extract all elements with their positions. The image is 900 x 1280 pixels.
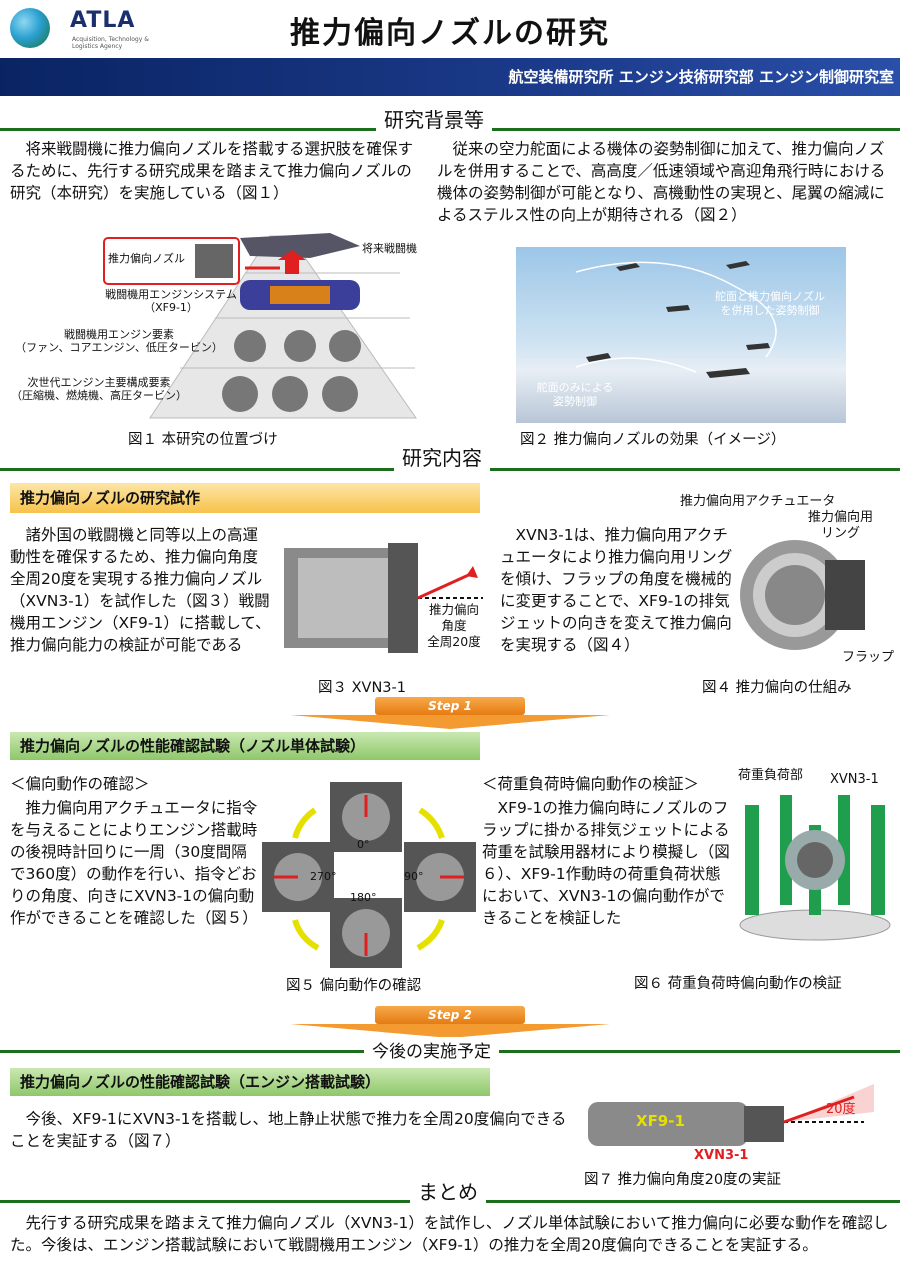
- step-1-arrow: Step 1: [290, 697, 610, 729]
- step-2-arrow: Step 2: [290, 1006, 610, 1038]
- prototype-left-text: 諸外国の戦闘機と同等以上の高運動性を確保するため、推力偏向角度全周20度を実現す…: [10, 526, 271, 654]
- step-1-label: Step 1: [375, 697, 525, 715]
- section-title-plan: 今後の実施予定: [364, 1037, 499, 1062]
- fig3-label: 推力偏向 角度 全周20度: [427, 602, 481, 649]
- section-title-content: 研究内容: [394, 442, 490, 471]
- fig6-label-xvn: XVN3-1: [830, 772, 879, 787]
- prototype-right-text: XVN3-1は、推力偏向用アクチュエータにより推力偏向用リングを傾け、フラップの…: [500, 526, 733, 654]
- fig7-caption: 図７ 推力偏向角度20度の実証: [584, 1172, 782, 1188]
- department-label: 航空装備研究所 エンジン技術研究部 エンジン制御研究室: [508, 68, 894, 86]
- fig1-label-elements: 戦闘機用エンジン要素 （ファン、コアエンジン、低圧タービン）: [15, 328, 223, 354]
- fig1-label-fighter: 将来戦闘機: [362, 242, 417, 255]
- fig5-angle-270: 270°: [310, 870, 337, 883]
- nozzle-test-left-text: 推力偏向用アクチュエータに指令を与えることによりエンジン搭載時の後視時計回りに一…: [10, 799, 258, 927]
- fig6-label-load: 荷重負荷部: [738, 768, 804, 783]
- nozzle-test-heading: 推力偏向ノズルの性能確認試験（ノズル単体試験）: [10, 732, 480, 760]
- figure-2: [516, 247, 846, 423]
- nozzle-test-left-sub: ＜偏向動作の確認＞: [10, 775, 150, 793]
- fig5-angle-180: 180°: [350, 891, 377, 904]
- fig1-label-nozzle: 推力偏向ノズル: [108, 252, 185, 265]
- nozzle-test-right-text: XF9-1の推力偏向時にノズルのフラップに掛かる排気ジェットによる荷重を試験用器…: [482, 799, 730, 927]
- fig7-label-xf: XF9-1: [636, 1112, 685, 1130]
- fig1-label-next: 次世代エンジン主要構成要素 （圧縮機、燃焼機、高圧タービン）: [11, 376, 187, 402]
- figure-1: [0, 228, 440, 424]
- logo-text: ATLA: [70, 8, 136, 33]
- figure-7: [584, 1082, 884, 1162]
- fig7-label-xvn: XVN3-1: [694, 1148, 749, 1163]
- background-right-text: 従来の空力舵面による機体の姿勢制御に加えて、推力偏向ノズルを併用することで、高高…: [437, 140, 886, 224]
- logo-subtitle: Acquisition, Technology & Logistics Agen…: [72, 36, 149, 50]
- fig5-angle-90: 90°: [404, 870, 424, 883]
- fig1-label-system: 戦闘機用エンジンシステム （XF9-1）: [105, 288, 237, 314]
- fig3-caption: 図３ XVN3-1: [318, 680, 406, 696]
- fig7-label-deg: 20度: [826, 1102, 856, 1117]
- fig6-caption: 図６ 荷重負荷時偏向動作の検証: [634, 976, 842, 992]
- fig4-label-actuator: 推力偏向用アクチュエータ: [680, 494, 836, 509]
- fig4-caption: 図４ 推力偏向の仕組み: [702, 680, 852, 696]
- logo-globe-icon: [10, 8, 50, 48]
- engine-test-heading: 推力偏向ノズルの性能確認試験（エンジン搭載試験）: [10, 1068, 490, 1096]
- figure-3: [278, 528, 488, 658]
- fig2-caption: 図２ 推力偏向ノズルの効果（イメージ）: [520, 432, 786, 448]
- background-left-text: 将来戦闘機に推力偏向ノズルを搭載する選択肢を確保するために、先行する研究成果を踏…: [10, 140, 414, 202]
- nozzle-test-right-sub: ＜荷重負荷時偏向動作の検証＞: [482, 775, 700, 793]
- step-2-label: Step 2: [375, 1006, 525, 1024]
- summary-text: 先行する研究成果を踏まえて推力偏向ノズル（XVN3-1）を試作し、ノズル単体試験…: [10, 1214, 889, 1254]
- figure-4: [735, 520, 885, 670]
- fig4-label-flap: フラップ: [842, 650, 895, 665]
- section-title-background: 研究背景等: [376, 104, 492, 133]
- fig4-label-ring: 推力偏向用 リング: [808, 510, 874, 541]
- fig5-caption: 図５ 偏向動作の確認: [286, 978, 422, 994]
- figure-5: [260, 780, 480, 970]
- engine-test-text: 今後、XF9-1にXVN3-1を搭載し、地上静止状態で推力を全周20度偏向できる…: [10, 1110, 567, 1150]
- page-title: 推力偏向ノズルの研究: [290, 16, 610, 51]
- fig2-label-combined: 舵面と推力偏向ノズル を併用した姿勢制御: [715, 290, 825, 317]
- figure-6: [735, 785, 895, 945]
- fig2-label-surface: 舵面のみによる 姿勢制御: [536, 381, 614, 408]
- section-title-summary: まとめ: [410, 1176, 486, 1205]
- prototype-heading: 推力偏向ノズルの研究試作: [10, 483, 480, 513]
- fig1-caption: 図１ 本研究の位置づけ: [128, 432, 278, 448]
- department-bar: [0, 58, 900, 96]
- fig5-angle-0: 0°: [357, 838, 370, 851]
